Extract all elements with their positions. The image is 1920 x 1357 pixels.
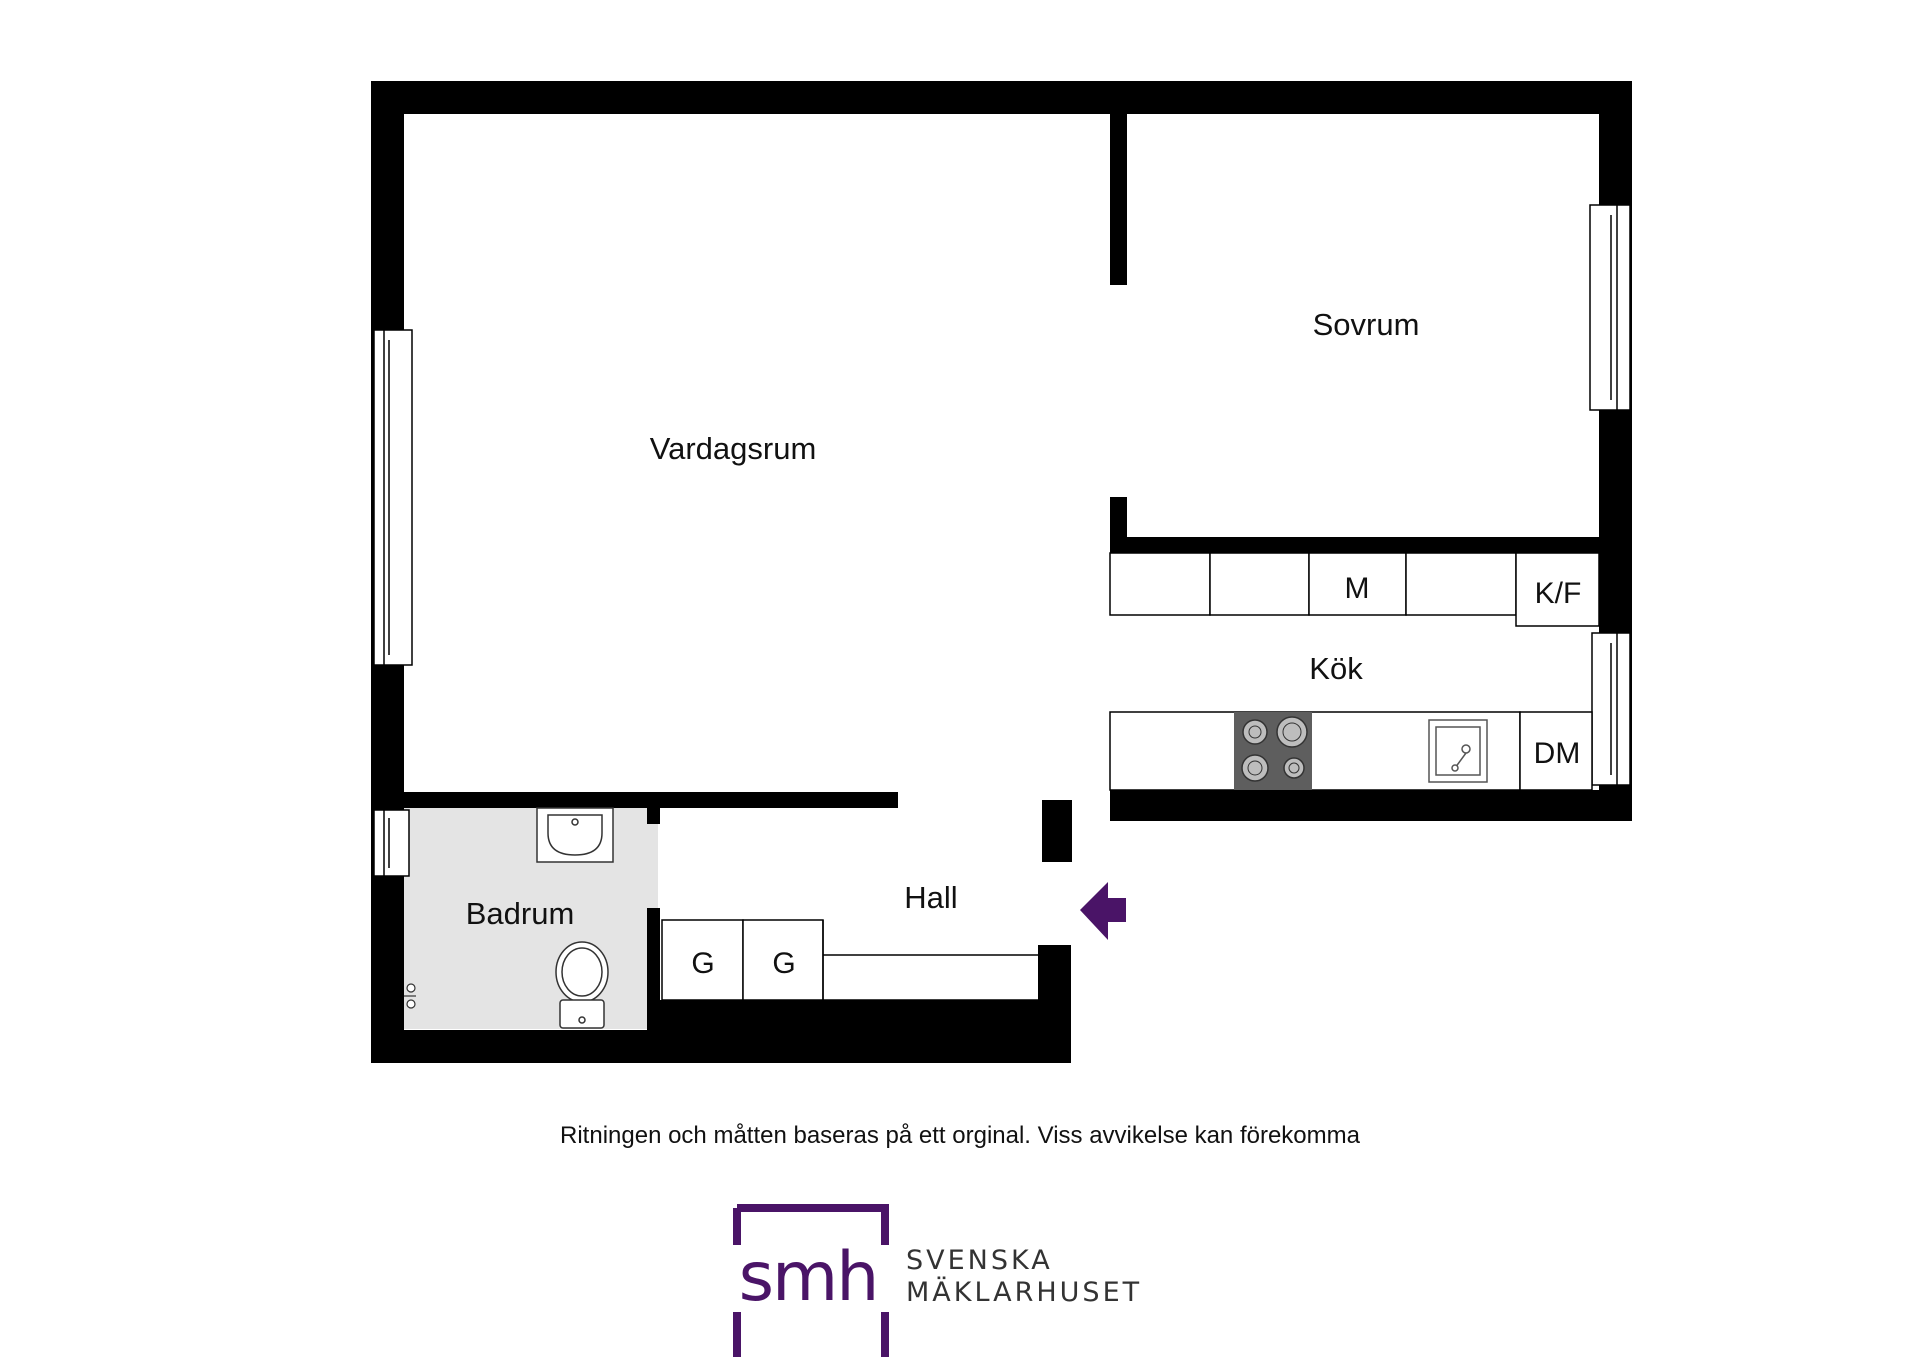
window-icon <box>373 329 413 666</box>
disclaimer: Ritningen och måtten baseras på ett orgi… <box>560 1122 1360 1149</box>
toilet-paper-holder-icon <box>404 983 416 1009</box>
unit-label-microwave: M <box>1345 572 1370 605</box>
kitchen-counter <box>1109 711 1593 791</box>
sink-icon <box>536 807 614 863</box>
room-label-sovrum: Sovrum <box>1313 307 1420 342</box>
toilet-icon <box>555 941 609 1029</box>
room-label-hall: Hall <box>904 880 957 915</box>
brand-name: SVENSKA MÄKLARHUSET <box>906 1245 1142 1309</box>
smh-logo: smh <box>732 1204 892 1357</box>
kitchen-sink-icon <box>1428 719 1488 783</box>
unit-label-fridge-freezer: K/F <box>1535 577 1582 610</box>
room-label-vardagsrum: Vardagsrum <box>650 431 817 466</box>
unit-label-wardrobe: G <box>691 947 714 980</box>
wardrobes <box>661 919 1038 1001</box>
window-icon <box>1591 632 1631 786</box>
window-icon <box>373 809 410 877</box>
room-label-kok: Kök <box>1309 651 1363 686</box>
logo-monogram: smh <box>739 1238 878 1317</box>
brand-line-1: SVENSKA <box>906 1245 1053 1276</box>
room-label-badrum: Badrum <box>466 896 575 931</box>
unit-label-wardrobe: G <box>772 947 795 980</box>
entrance-arrow-icon <box>1080 882 1126 940</box>
window-icon <box>1589 204 1631 411</box>
upper-cabinets <box>1109 552 1600 627</box>
bathroom-floor <box>404 808 658 1029</box>
stove-icon <box>1234 712 1312 790</box>
unit-label-dishwasher: DM <box>1534 737 1581 770</box>
brand-line-2: MÄKLARHUSET <box>906 1277 1143 1308</box>
